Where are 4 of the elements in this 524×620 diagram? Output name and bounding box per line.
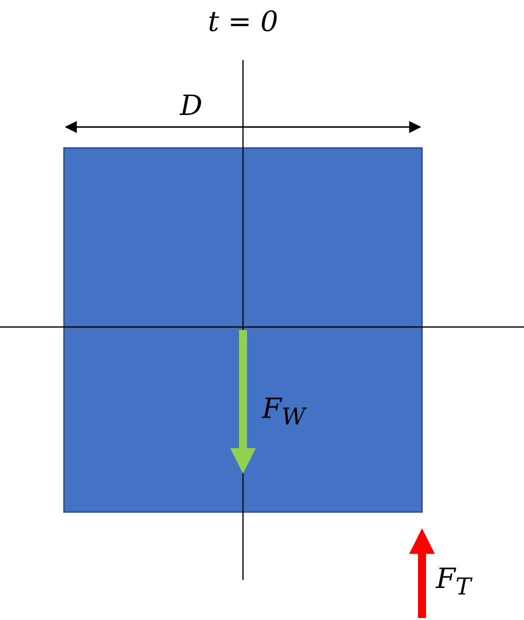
force-label: F$_{T}$ <box>436 565 471 599</box>
title: t = 0 <box>206 8 280 36</box>
force-label: F$_{W}$ <box>262 395 306 429</box>
dimension-label: D <box>180 92 202 120</box>
